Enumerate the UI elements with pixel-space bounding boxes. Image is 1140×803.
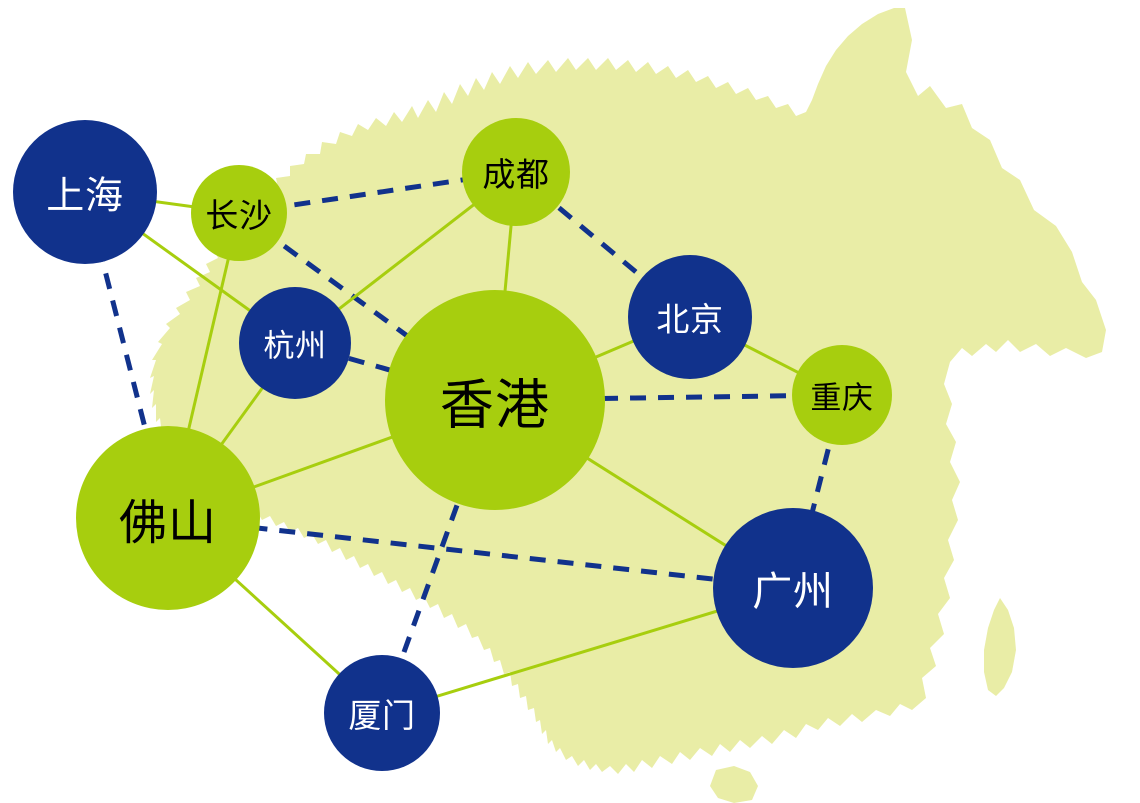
node-circle-beijing[interactable] xyxy=(628,255,752,379)
edge-foshan-guangzhou xyxy=(167,515,794,591)
node-circle-foshan[interactable] xyxy=(76,426,260,610)
nodes-layer xyxy=(13,118,892,771)
node-circle-shanghai[interactable] xyxy=(13,120,157,264)
taiwan-island-shape xyxy=(984,598,1016,696)
node-circle-guangzhou[interactable] xyxy=(713,508,873,668)
node-circle-chongqing[interactable] xyxy=(792,345,892,445)
hainan-island-shape xyxy=(710,766,758,803)
node-circle-hongkong[interactable] xyxy=(385,290,605,510)
node-circle-hangzhou[interactable] xyxy=(239,287,351,399)
node-circle-changsha[interactable] xyxy=(191,165,287,261)
node-circle-chengdu[interactable] xyxy=(462,118,570,226)
node-circle-xiamen[interactable] xyxy=(324,655,440,771)
